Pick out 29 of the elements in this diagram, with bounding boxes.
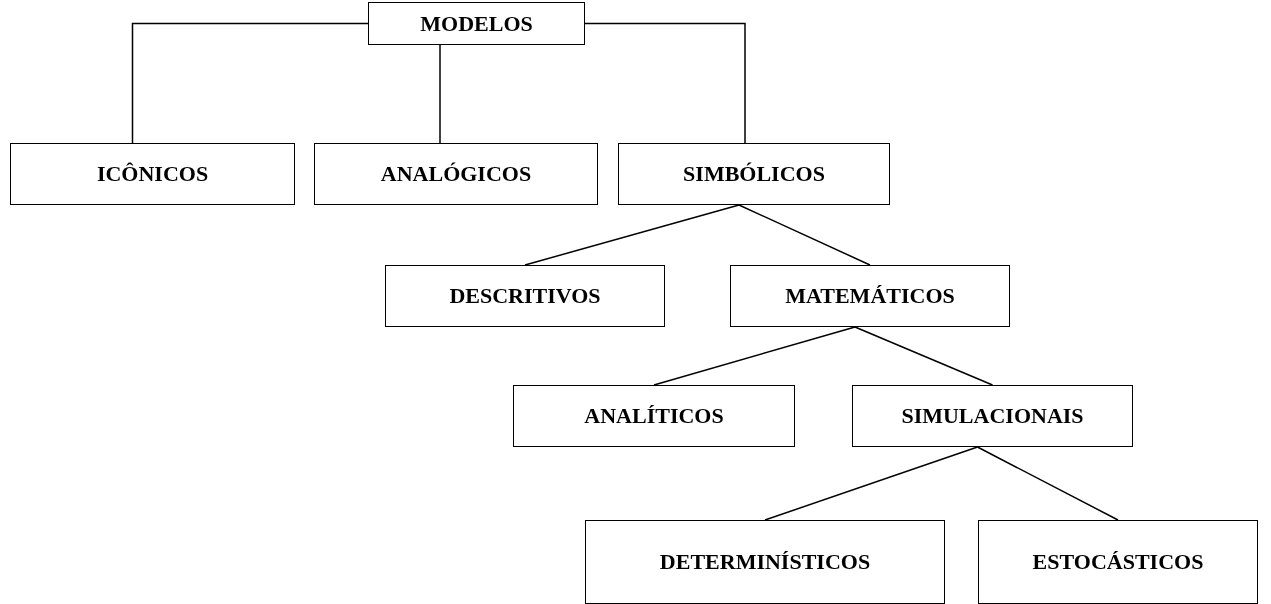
category-label: DETERMINÍSTICOS <box>659 549 871 575</box>
category-label: ANALÍTICOS <box>584 403 724 429</box>
connector-line <box>439 44 441 144</box>
category-label: DESCRITIVOS <box>449 283 601 309</box>
category-box <box>368 2 585 45</box>
category-box <box>385 265 665 327</box>
connector-line <box>976 446 1119 521</box>
category-label: ESTOCÁSTICOS <box>1032 549 1204 575</box>
category-label: ANALÓGICOS <box>380 161 532 187</box>
category-box <box>730 265 1010 327</box>
category-label: MODELOS <box>420 10 533 37</box>
category-box <box>978 520 1258 604</box>
connector-line <box>584 22 746 144</box>
category-box <box>314 143 598 205</box>
category-label: SIMULACIONAIS <box>901 403 1084 429</box>
category-box <box>585 520 945 604</box>
connector-line <box>653 326 856 386</box>
category-label: ICÔNICOS <box>96 161 209 187</box>
connector-line <box>764 446 979 521</box>
connector-line <box>524 204 740 266</box>
category-label: SIMBÓLICOS <box>683 161 825 187</box>
category-box <box>618 143 890 205</box>
category-box <box>852 385 1133 447</box>
category-box <box>10 143 295 205</box>
connector-line <box>738 204 871 266</box>
connector-line <box>131 22 369 144</box>
connector-line <box>854 326 994 386</box>
category-box <box>513 385 795 447</box>
category-label: MATEMÁTICOS <box>785 283 955 309</box>
